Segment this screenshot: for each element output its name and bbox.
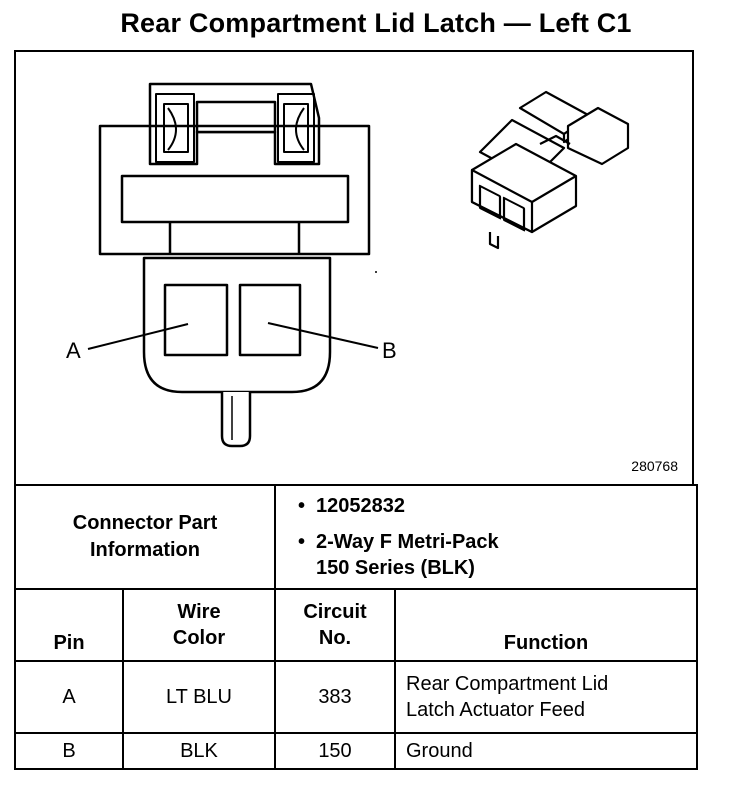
row-a-pin: A	[14, 660, 124, 734]
connector-face-drawing	[87, 82, 630, 448]
table-row: A LT BLU 383 Rear Compartment Lid Latch …	[14, 660, 698, 734]
cavity-a	[163, 283, 229, 357]
bottom-tab	[220, 392, 252, 448]
part-number-item: •12052832	[298, 495, 405, 517]
row-b-function: Ground	[394, 732, 698, 770]
connector-type-item: •2-Way F Metri-Pack	[298, 531, 499, 553]
row-b-wire-color: BLK	[122, 732, 276, 770]
header-pin: Pin	[14, 588, 124, 662]
leader-a	[87, 323, 189, 350]
row-b-pin: B	[14, 732, 124, 770]
header-function: Function	[394, 588, 698, 662]
pin-b-label: B	[382, 338, 397, 363]
latch-center-tab	[195, 100, 277, 134]
pin-a-label: A	[66, 338, 81, 363]
connector-part-info-list: •12052832 •2-Way F Metri-Pack 150 Series…	[274, 484, 698, 590]
latch-left-groove	[155, 93, 195, 163]
connector-figure: A B 280768	[14, 50, 694, 484]
connector-part-info-label: Connector Part Information	[14, 484, 276, 590]
cavity-b	[238, 283, 302, 357]
connector-series-item: 150 Series (BLK)	[316, 557, 475, 579]
row-a-function: Rear Compartment Lid Latch Actuator Feed	[394, 660, 698, 734]
figure-number: 280768	[631, 458, 678, 474]
row-b-circuit: 150	[274, 732, 396, 770]
header-wire-color: Wire Color	[122, 588, 276, 662]
header-circuit-no: Circuit No.	[274, 588, 396, 662]
row-a-wire-color: LT BLU	[122, 660, 276, 734]
terminal-housing	[142, 256, 332, 394]
connector-part-info-row: Connector Part Information •12052832 •2-…	[14, 484, 698, 590]
cpi-label-line2: Information	[90, 539, 200, 561]
diagram-title: Rear Compartment Lid Latch — Left C1	[120, 8, 632, 38]
table-header-row: Pin Wire Color Circuit No. Function	[14, 588, 698, 662]
leader-b	[267, 322, 379, 349]
table-row: B BLK 150 Ground	[14, 732, 698, 770]
connector-body	[98, 124, 371, 256]
connector-isometric-view	[470, 90, 630, 250]
row-a-circuit: 383	[274, 660, 396, 734]
connector-table: Connector Part Information •12052832 •2-…	[14, 484, 698, 770]
body-flange	[120, 174, 350, 224]
latch-right-groove	[277, 93, 315, 163]
cpi-label-line1: Connector Part	[72, 512, 218, 534]
